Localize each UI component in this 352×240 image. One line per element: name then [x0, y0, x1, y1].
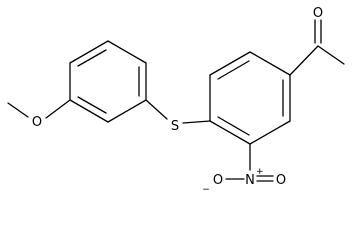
right-benzene-ring	[209, 51, 291, 145]
sulfur-label: S	[171, 119, 179, 134]
structure-canvas: O S N + O O − O	[7, 6, 345, 195]
oxygen-to-methyl-bond	[7, 102, 29, 118]
nitro-oxygen-left-label: O	[213, 173, 223, 188]
ring-to-sulfur-bond	[182, 120, 211, 124]
acetyl-oxygen-label: O	[313, 6, 323, 21]
ring-bond	[107, 99, 147, 123]
methoxy-group: O	[7, 99, 71, 130]
ring-double-bond	[217, 60, 250, 80]
nitro-group: N + O O −	[202, 143, 286, 195]
acetyl-group: O	[289, 6, 345, 76]
sulfur-to-ring-bond	[145, 99, 168, 120]
ring-bond	[107, 40, 147, 64]
ring-bond	[209, 51, 251, 76]
ring-bond	[209, 120, 251, 145]
ring-bond	[69, 40, 109, 64]
nitro-nitrogen-charge: +	[256, 167, 264, 177]
ring-bond	[249, 120, 291, 145]
methoxy-oxygen-label: O	[32, 115, 42, 130]
ring-double-bond	[77, 49, 107, 67]
nitro-oxygen-top-label: O	[276, 173, 286, 188]
nitro-oxygen-charge: −	[202, 185, 210, 195]
molecule-structure: O S N + O O − O	[7, 6, 345, 195]
nitro-nitrogen-label: N	[245, 173, 255, 188]
thioether-bridge: S	[145, 99, 211, 134]
ring-double-bond	[217, 116, 250, 136]
ring-double-bond	[77, 96, 107, 114]
methyl-bond	[317, 45, 345, 65]
ring-to-oxygen-bond	[45, 99, 71, 119]
ring-bond	[249, 51, 291, 76]
left-benzene-ring	[69, 40, 147, 123]
ring-bond	[69, 99, 109, 123]
ring-to-carbonyl-bond	[289, 45, 319, 76]
